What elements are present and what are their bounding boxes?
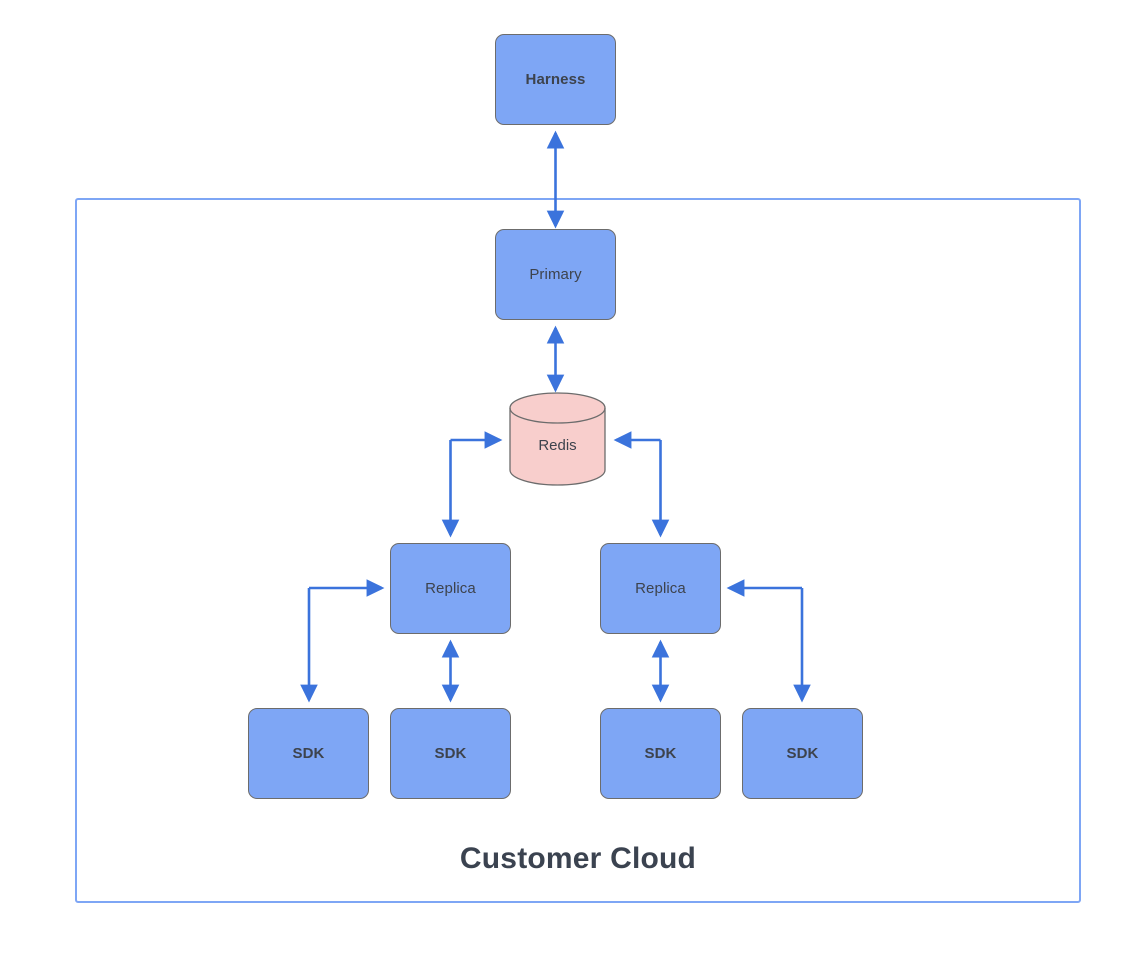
node-replica-right-label: Replica [635,580,686,597]
node-sdk-3-label: SDK [644,745,677,762]
redis-datastore-shape[interactable] [509,392,606,486]
node-harness-label: Harness [525,71,586,88]
node-sdk-1-label: SDK [292,745,325,762]
node-sdk-4[interactable]: SDK [742,708,863,799]
node-primary[interactable]: Primary [495,229,616,320]
node-replica-left[interactable]: Replica [390,543,511,634]
node-primary-label: Primary [529,266,582,283]
node-replica-left-label: Replica [425,580,476,597]
node-sdk-2-label: SDK [434,745,467,762]
node-replica-right[interactable]: Replica [600,543,721,634]
node-harness[interactable]: Harness [495,34,616,125]
node-sdk-2[interactable]: SDK [390,708,511,799]
customer-cloud-container[interactable] [75,198,1081,903]
node-sdk-3[interactable]: SDK [600,708,721,799]
node-sdk-4-label: SDK [786,745,819,762]
node-sdk-1[interactable]: SDK [248,708,369,799]
customer-cloud-label: Customer Cloud [459,842,697,875]
